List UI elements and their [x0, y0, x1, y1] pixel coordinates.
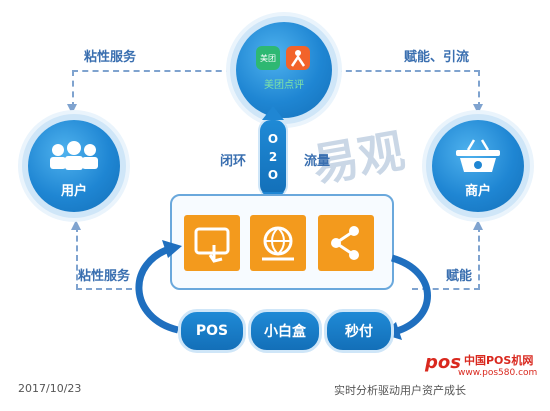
o2o-char-2: 2 — [268, 150, 278, 164]
global-pay-tile — [250, 215, 306, 271]
merchant-node: 商户 — [432, 120, 524, 212]
xiaobaihe-pill-label: 小白盒 — [264, 324, 306, 340]
connector-bottom-left — [76, 226, 142, 290]
edge-label-bottom-left: 粘性服务 — [78, 269, 131, 284]
xiaobaihe-pill: 小白盒 — [248, 309, 322, 353]
center-right-label: 流量 — [304, 154, 331, 169]
center-left-label: 闭环 — [220, 154, 247, 169]
connector-top-right — [336, 70, 480, 108]
connector-top-left — [72, 70, 232, 108]
app-name: 美团点评 — [264, 80, 304, 91]
pos-pill: POS — [178, 309, 246, 353]
merchant-node-label: 商户 — [464, 184, 491, 199]
app-logo-icon: 美团 — [256, 46, 280, 70]
basket-icon — [456, 139, 500, 172]
pos-terminal-tile — [184, 215, 240, 271]
miaofu-pill-label: 秒付 — [345, 324, 373, 340]
app-node: 美团 美团点评 — [236, 22, 332, 118]
brand-url: www.pos580.com — [458, 368, 538, 378]
globe-card-icon — [262, 226, 294, 261]
brand-logo: pos — [425, 352, 461, 373]
edge-label-bottom-right: 赋能 — [446, 269, 473, 284]
app-logo-text: 美团 — [260, 53, 276, 63]
o2o-link: O 2 O — [258, 118, 288, 198]
footer-date: 2017/10/23 — [18, 382, 82, 395]
people-icon — [50, 141, 98, 170]
footer-caption: 实时分析驱动用户资产成长 — [334, 384, 466, 397]
miaofu-pill: 秒付 — [324, 309, 394, 353]
brand-text: 中国POS机网 — [464, 354, 534, 367]
tablet-touch-icon — [194, 227, 230, 263]
share-icon — [331, 226, 359, 260]
o2o-char-1: O — [267, 132, 279, 146]
dianping-logo-icon — [286, 46, 310, 70]
o2o-char-3: O — [267, 168, 279, 182]
share-tile — [318, 215, 374, 271]
user-node-label: 用户 — [60, 184, 87, 199]
user-node: 用户 — [28, 120, 120, 212]
pos-pill-label: POS — [195, 323, 229, 339]
connector-bottom-right — [412, 226, 480, 290]
edge-label-top-right: 赋能、引流 — [404, 50, 470, 65]
edge-label-top-left: 粘性服务 — [84, 50, 137, 65]
